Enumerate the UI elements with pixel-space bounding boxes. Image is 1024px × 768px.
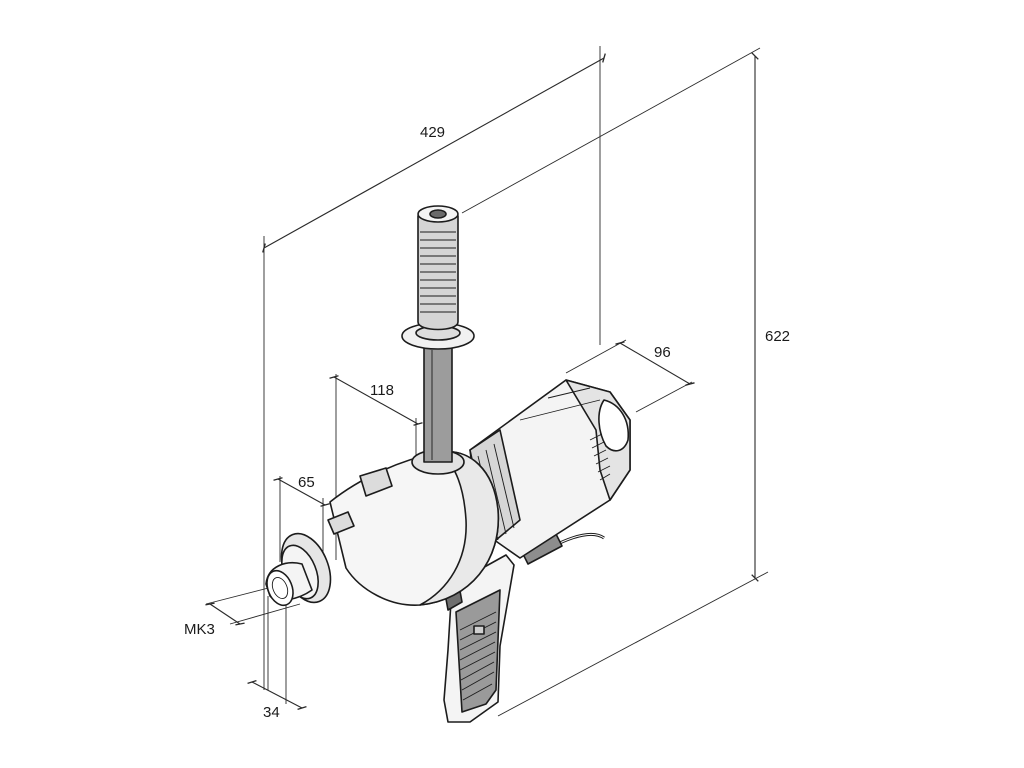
label-622: 622 <box>765 328 790 345</box>
selector-knob-icon <box>359 467 393 497</box>
lock-button-icon <box>473 625 485 635</box>
label-65: 65 <box>298 474 315 491</box>
dimension-labels: 429 622 96 118 65 MK3 34 <box>184 124 790 721</box>
depth-lock-icon <box>327 511 355 535</box>
dim-line-65 <box>273 477 330 507</box>
handle-cap-icon <box>429 209 447 219</box>
motor-housing <box>469 379 631 559</box>
label-118: 118 <box>370 382 394 399</box>
drill-illustration <box>265 205 631 723</box>
auxiliary-handle <box>401 205 475 475</box>
dim-line-96 <box>615 341 695 386</box>
dim-line-34 <box>247 679 307 711</box>
dim-line-mk3 <box>205 602 245 626</box>
spindle-collar <box>265 532 332 607</box>
label-mk3: MK3 <box>184 621 215 638</box>
dim-line-118 <box>329 375 423 426</box>
label-96: 96 <box>654 344 671 361</box>
gear-head <box>327 450 500 606</box>
label-34: 34 <box>263 704 280 721</box>
label-429: 429 <box>420 124 445 141</box>
dim-line-429 <box>262 53 606 253</box>
